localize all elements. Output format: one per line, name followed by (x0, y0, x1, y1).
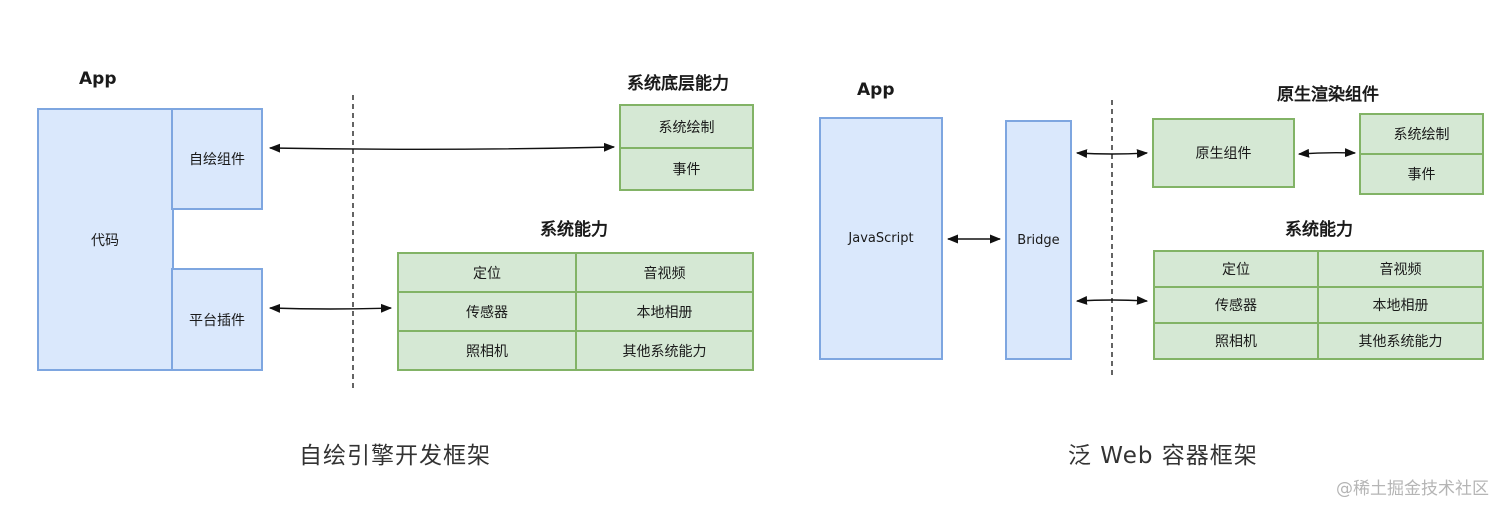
left-self-draw-label: 自绘组件 (189, 152, 245, 168)
right-javascript-label: JavaScript (848, 231, 914, 246)
right-native-title: 原生渲染组件 (1277, 85, 1379, 105)
right-ability-cell: 照相机 (1153, 322, 1319, 360)
left-code-label: 代码 (91, 232, 119, 249)
right-caption: 泛 Web 容器框架 (1068, 443, 1258, 469)
left-platform-plugin-box: 平台插件 (171, 268, 263, 371)
left-ability-cell: 照相机 (397, 330, 577, 371)
right-system-ability-title: 系统能力 (1285, 220, 1353, 240)
right-javascript-box: JavaScript (819, 117, 943, 360)
left-platform-plugin-label: 平台插件 (189, 312, 245, 329)
left-system-low-cell: 事件 (619, 147, 754, 191)
right-ability-cell: 其他系统能力 (1317, 322, 1484, 360)
right-native-component-box: 原生组件 (1152, 118, 1295, 188)
right-ability-cell: 本地相册 (1317, 286, 1484, 324)
right-bridge-box: Bridge (1005, 120, 1072, 360)
left-system-low-title: 系统底层能力 (627, 74, 729, 94)
left-ability-cell: 其他系统能力 (575, 330, 754, 371)
arrow-bridge-to-system-ability (1075, 295, 1149, 305)
right-native-cell: 事件 (1359, 153, 1484, 195)
left-system-low-cell: 系统绘制 (619, 104, 754, 149)
right-ability-cell: 传感器 (1153, 286, 1319, 324)
right-native-component-label: 原生组件 (1195, 146, 1252, 162)
arrow-plugin-to-system-ability (268, 303, 393, 313)
left-caption: 自绘引擎开发框架 (299, 443, 491, 469)
arrow-bridge-to-native-component (1075, 149, 1149, 159)
arrow-self-draw-to-system-low (268, 142, 616, 153)
left-code-box: 代码 (37, 108, 174, 371)
watermark: @稀土掘金技术社区 (1336, 479, 1489, 499)
left-self-draw-box: 自绘组件 (171, 108, 263, 210)
right-app-label: App (857, 80, 895, 100)
left-app-label: App (79, 69, 117, 89)
arrow-native-component-to-native-cells (1297, 148, 1357, 158)
left-system-ability-title: 系统能力 (540, 220, 608, 240)
right-bridge-label: Bridge (1017, 232, 1060, 248)
